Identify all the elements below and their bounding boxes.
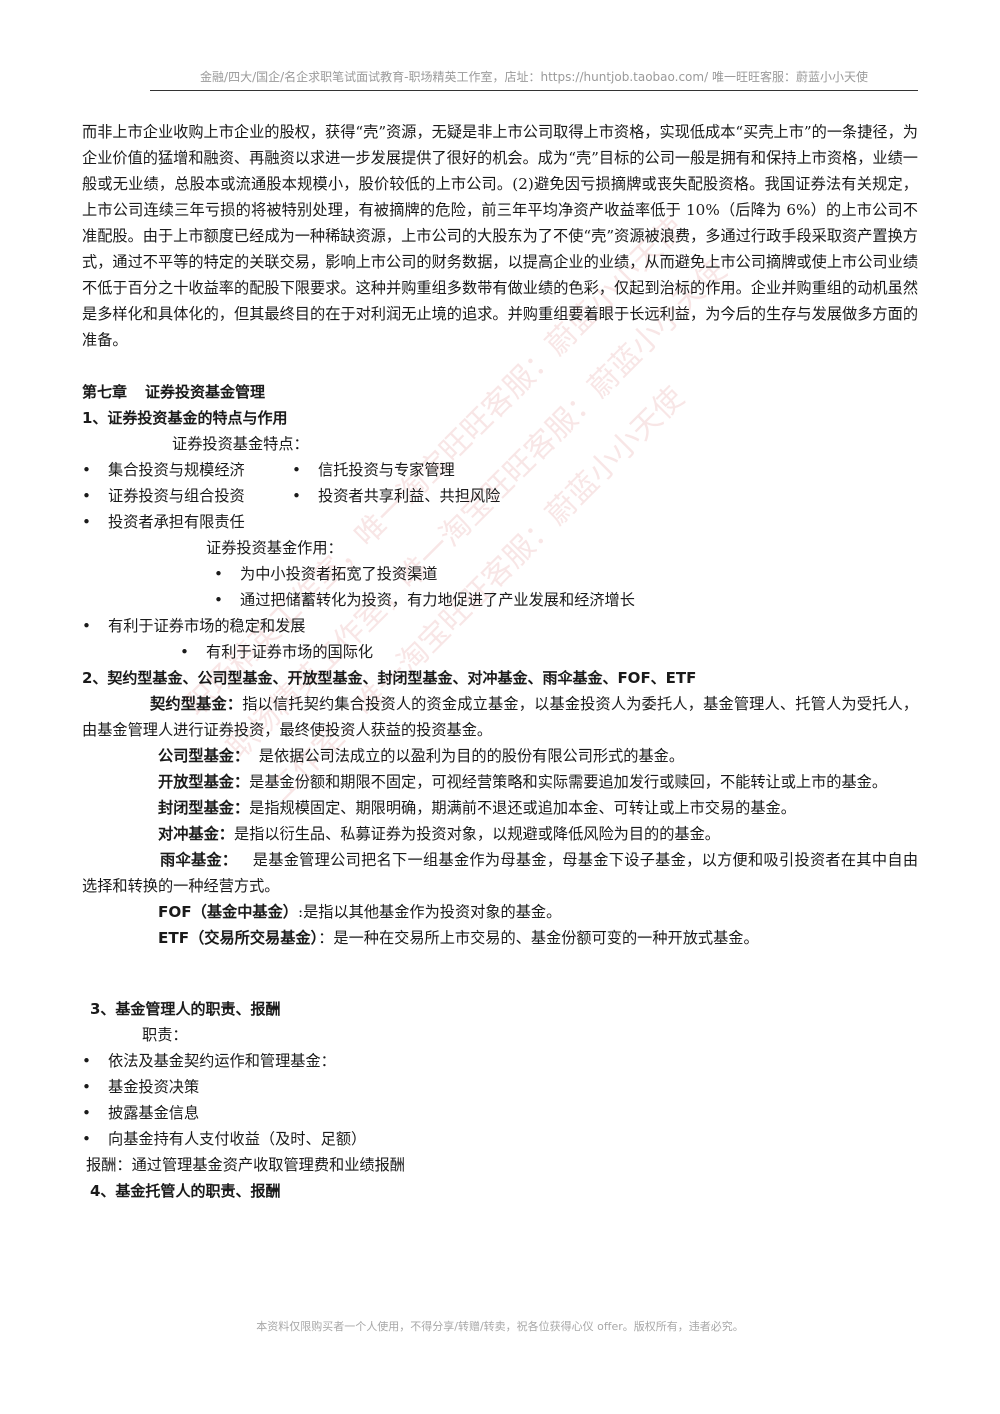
definition: 开放型基金：是基金份额和期限不固定，可视经营策略和实际需要追加发行或赎回，不能转… [158, 773, 887, 791]
definition-term: 雨伞基金： [160, 851, 238, 869]
intro-paragraph: 而非上市企业收购上市企业的股权，获得“壳”资源，无疑是非上市公司取得上市资格，实… [82, 123, 918, 349]
section-3-title: 3、基金管理人的职责、报酬 [90, 1000, 281, 1018]
section-4-title: 4、基金托管人的职责、报酬 [90, 1182, 281, 1200]
list-item: •信托投资与专家管理 [292, 457, 455, 483]
document-body: 而非上市企业收购上市企业的股权，获得“壳”资源，无疑是非上市公司取得上市资格，实… [82, 119, 918, 1204]
definition-term: 契约型基金： [150, 695, 243, 713]
definition-term: 封闭型基金： [158, 799, 250, 817]
definition-term: 开放型基金： [158, 773, 250, 791]
bullet-icon: • [214, 591, 223, 609]
bullet-icon: • [292, 461, 301, 479]
definition: FOF（基金中基金）:是指以其他基金作为投资对象的基金。 [158, 903, 562, 921]
list-item: •依法及基金契约运作和管理基金： [82, 1048, 918, 1074]
list-item: •向基金持有人支付收益（及时、足额） [82, 1126, 918, 1152]
list-item: •有利于证券市场的稳定和发展 [82, 613, 918, 639]
definition-term: ETF（交易所交易基金） [158, 929, 319, 947]
bullet-icon: • [82, 1078, 91, 1096]
bullet-icon: • [82, 461, 91, 479]
bullet-icon: • [180, 643, 189, 661]
bullet-icon: • [82, 1052, 91, 1070]
bullet-icon: • [214, 565, 223, 583]
definition-term: FOF（基金中基金） [158, 903, 298, 921]
bullet-icon: • [82, 1104, 91, 1122]
definition-term: 对冲基金： [158, 825, 234, 843]
duties-label: 职责： [142, 1026, 188, 1044]
bullet-icon: • [82, 487, 91, 505]
list-item: •通过把储蓄转化为投资，有力地促进了产业发展和经济增长 [82, 587, 918, 613]
chapter-name: 证券投资基金管理 [145, 383, 266, 401]
definition: 封闭型基金：是指规模固定、期限明确，期满前不退还或追加本金、可转让或上市交易的基… [158, 799, 796, 817]
list-item: •基金投资决策 [82, 1074, 918, 1100]
list-item: •投资者承担有限责任 [82, 509, 245, 535]
definition: 公司型基金： 是依据公司法成立的以盈利为目的的股份有限公司形式的基金。 [158, 747, 685, 765]
list-item: •投资者共享利益、共担风险 [292, 483, 500, 509]
chapter-title: 第七章证券投资基金管理 [82, 379, 918, 405]
list-item: •为中小投资者拓宽了投资渠道 [82, 561, 918, 587]
section-1-title: 1、证券投资基金的特点与作用 [82, 409, 288, 427]
pay-line: 报酬：通过管理基金资产收取管理费和业绩报酬 [86, 1156, 405, 1174]
feature-row: •证券投资与组合投资 •投资者共享利益、共担风险 [82, 483, 918, 509]
definition: 契约型基金：指以信托契约集合投资人的资金成立基金，以基金投资人为委托人，基金管理… [82, 695, 919, 739]
definition: 雨伞基金： 是基金管理公司把名下一组基金作为母基金，母基金下设子基金，以方便和吸… [82, 851, 919, 895]
list-item: •集合投资与规模经济 [82, 457, 292, 483]
definition: ETF（交易所交易基金）：是一种在交易所上市交易的、基金份额可变的一种开放式基金… [158, 929, 759, 947]
definition: 对冲基金：是指以衍生品、私募证券为投资对象，以规避或降低风险为目的的基金。 [158, 825, 720, 843]
roles-label: 证券投资基金作用： [206, 539, 343, 557]
bullet-icon: • [82, 617, 91, 635]
feature-row: •集合投资与规模经济 •信托投资与专家管理 [82, 457, 918, 483]
bullet-icon: • [292, 487, 301, 505]
bullet-icon: • [82, 513, 91, 531]
header-text: 金融/四大/国企/名企求职笔试面试教育-职场精英工作室，店址：https://h… [200, 70, 868, 84]
section-2-title: 2、契约型基金、公司型基金、开放型基金、封闭型基金、对冲基金、雨伞基金、FOF、… [82, 669, 697, 687]
list-item: •证券投资与组合投资 [82, 483, 292, 509]
bullet-icon: • [82, 1130, 91, 1148]
chapter-number: 第七章 [82, 383, 128, 401]
header-rule [150, 90, 918, 91]
definition-term: 公司型基金： [158, 747, 250, 765]
list-item: •披露基金信息 [82, 1100, 918, 1126]
page-footer: 本资料仅限购买者一个人使用，不得分享/转赠/转卖，祝各位获得心仪 offer。版… [256, 1320, 744, 1333]
list-item: •有利于证券市场的国际化 [82, 639, 918, 665]
features-label: 证券投资基金特点： [172, 435, 309, 453]
feature-row: •投资者承担有限责任 [82, 509, 918, 535]
